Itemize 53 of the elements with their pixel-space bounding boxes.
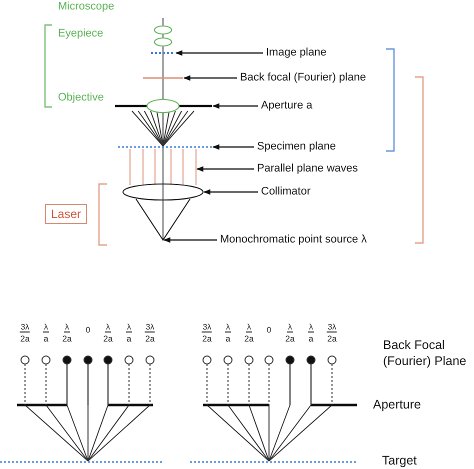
part-label: Back focal (Fourier) plane	[240, 72, 366, 84]
fraction-denominator: 2a	[244, 334, 254, 344]
part-label: Objective	[58, 92, 104, 104]
fraction-denominator: a	[44, 334, 48, 344]
part-label: Collimator	[261, 186, 311, 198]
leader-arrow	[196, 166, 254, 172]
fraction-denominator: 2a	[62, 334, 72, 344]
part-label: Specimen plane	[257, 140, 336, 154]
fraction-numerator: λ	[246, 322, 252, 332]
fraction-denominator: 2a	[202, 334, 212, 344]
fraction-numerator: 3λ	[144, 322, 156, 332]
fraction-denominator: 2a	[285, 334, 295, 344]
fraction-numerator: λ	[225, 322, 231, 332]
part-label: Aperture a	[261, 100, 312, 112]
leader-arrow	[175, 50, 263, 56]
leader-arrow	[203, 189, 258, 195]
plane-waves	[130, 148, 196, 186]
fraction-numerator: λ	[105, 322, 111, 332]
plane-label: Back Focal (Fourier) Plane	[383, 337, 468, 369]
focal-plane-line	[143, 77, 183, 79]
leader-arrow	[212, 144, 254, 150]
laser-box: Laser	[45, 204, 88, 224]
part-label: Parallel plane waves	[257, 162, 358, 176]
leader-arrow	[183, 75, 237, 81]
zero-label: 0	[266, 326, 272, 334]
plane-label: Target	[382, 454, 417, 468]
fraction-numerator: 3λ	[326, 322, 338, 332]
fraction-numerator: λ	[64, 322, 70, 332]
fraction-denominator: 2a	[20, 334, 30, 344]
part-label: Monochromatic point source λ	[220, 234, 367, 246]
leader-arrow	[163, 237, 217, 243]
fraction-denominator: 2a	[145, 334, 155, 344]
fraction-denominator: 2a	[327, 334, 337, 344]
fraction-numerator: λ	[43, 322, 49, 332]
title-label: Microscope	[58, 0, 114, 14]
fraction-numerator: λ	[308, 322, 314, 332]
plane-label: Aperture	[373, 398, 421, 412]
part-label: Eyepiece	[58, 28, 104, 40]
fraction-numerator: 3λ	[20, 322, 30, 332]
part-label: Image plane	[266, 46, 327, 60]
zero-label: 0	[86, 326, 90, 334]
fraction-denominator: a	[308, 334, 314, 344]
light-cone	[136, 198, 190, 241]
specimen-plane-line	[118, 146, 212, 148]
fraction-denominator: 2a	[103, 334, 113, 344]
fraction-denominator: a	[226, 334, 230, 344]
fraction-denominator: a	[126, 334, 132, 344]
leader-arrow	[212, 103, 258, 109]
fraction-numerator: λ	[126, 322, 132, 332]
collimator-lens	[122, 183, 204, 201]
fraction-numerator: 3λ	[202, 322, 212, 332]
fraction-numerator: λ	[287, 322, 293, 332]
image-plane-line	[151, 52, 175, 54]
